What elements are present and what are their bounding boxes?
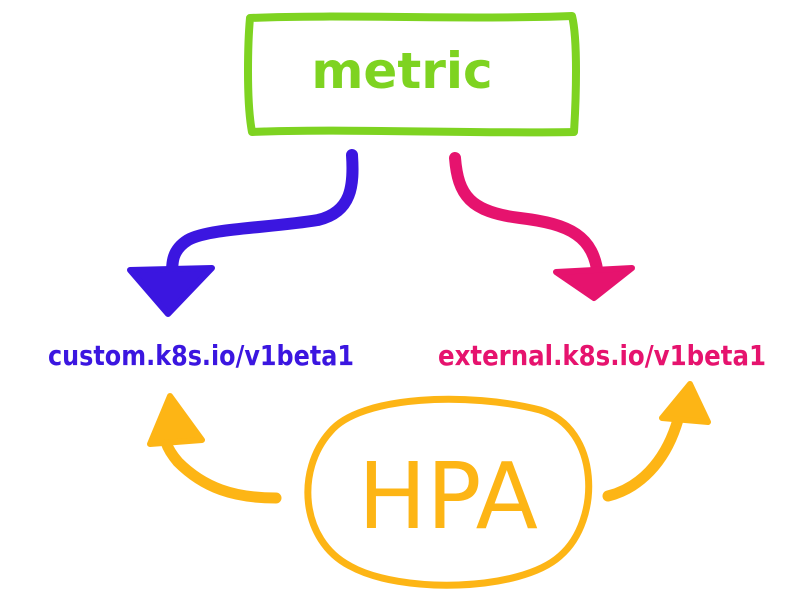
metric-label: metric bbox=[311, 42, 492, 100]
arrow-hpa-to-external bbox=[602, 381, 711, 502]
arrowhead-custom bbox=[127, 265, 215, 317]
arrowhead-hpa-custom bbox=[147, 393, 205, 447]
arrowhead-external bbox=[553, 265, 635, 301]
custom-api-label: custom.k8s.io/v1beta1 bbox=[48, 339, 354, 372]
hpa-label: HPA bbox=[358, 443, 538, 550]
arrow-metric-to-custom bbox=[127, 149, 359, 317]
metric-node: metric bbox=[244, 12, 580, 137]
arrowhead-hpa-external bbox=[659, 381, 711, 425]
external-api-label: external.k8s.io/v1beta1 bbox=[438, 339, 766, 372]
hpa-ellipse bbox=[304, 395, 593, 589]
metric-box bbox=[244, 12, 580, 137]
arrow-metric-to-external bbox=[449, 152, 635, 301]
hpa-node: HPA bbox=[304, 395, 593, 589]
arrow-hpa-to-custom bbox=[147, 393, 282, 504]
